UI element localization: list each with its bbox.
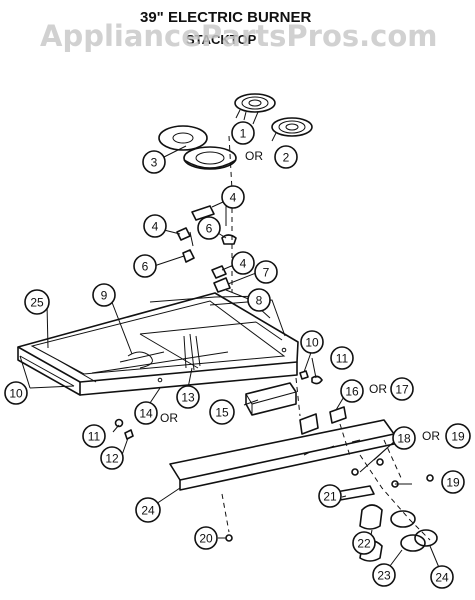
burner-element-coil-right xyxy=(271,117,313,142)
svg-text:3: 3 xyxy=(151,156,158,170)
svg-text:15: 15 xyxy=(215,406,229,420)
svg-text:16: 16 xyxy=(345,385,359,399)
svg-text:24: 24 xyxy=(435,571,449,585)
svg-text:11: 11 xyxy=(336,352,349,366)
svg-text:19: 19 xyxy=(446,476,460,490)
svg-text:6: 6 xyxy=(142,260,149,274)
callout-25: 25 xyxy=(24,289,50,315)
callout-6-right: 7 xyxy=(254,260,278,284)
wiring-harness xyxy=(119,333,201,371)
burner-box xyxy=(17,292,299,396)
svg-text:2: 2 xyxy=(283,151,290,165)
or-label-3: OR xyxy=(369,382,387,396)
callout-10-right: 10 xyxy=(300,330,324,354)
callout-7: 8 xyxy=(247,288,271,312)
svg-text:4: 4 xyxy=(230,191,237,205)
callout-4-right: 4 xyxy=(231,251,255,275)
svg-text:25: 25 xyxy=(30,296,44,310)
svg-text:7: 7 xyxy=(263,266,270,280)
drip-bowl-large xyxy=(183,146,237,170)
svg-text:12: 12 xyxy=(105,452,119,466)
or-label-4: OR xyxy=(422,429,440,443)
callout-13: 14 xyxy=(134,401,158,425)
svg-text:23: 23 xyxy=(377,569,391,583)
callout-14: 15 xyxy=(209,399,235,425)
callout-22: 23 xyxy=(372,563,396,587)
callout-4-top: 4 xyxy=(221,185,245,209)
callout-6-left: 6 xyxy=(133,254,157,278)
diagram-title-line2: STACKTOP xyxy=(186,32,257,47)
svg-text:19: 19 xyxy=(451,430,465,444)
svg-text:14: 14 xyxy=(139,407,153,421)
callout-11-left: 12 xyxy=(100,446,124,470)
callout-2: 2 xyxy=(274,145,298,169)
control-knob-parts xyxy=(335,458,438,562)
leader-lines xyxy=(19,111,441,575)
callout-18: 19 xyxy=(445,423,471,449)
callout-1: 1 xyxy=(231,121,255,145)
receptacle-parts xyxy=(176,200,237,293)
callout-19-left: 20 xyxy=(194,526,218,550)
svg-text:6: 6 xyxy=(206,222,213,236)
assembly-lines xyxy=(221,135,431,541)
svg-text:22: 22 xyxy=(357,537,371,551)
callout-17: 18 xyxy=(392,426,416,450)
callout-23: 24 xyxy=(430,565,454,589)
callout-20: 21 xyxy=(318,484,342,508)
diagram-title-line1: 39" ELECTRIC BURNER xyxy=(140,9,311,26)
screw-parts xyxy=(114,370,434,542)
callout-12: 13 xyxy=(176,385,200,409)
callout-8: 9 xyxy=(92,283,116,307)
callout-5: 6 xyxy=(197,216,221,240)
svg-text:9: 9 xyxy=(101,289,108,303)
callout-3: 3 xyxy=(142,150,166,174)
callout-4-left: 4 xyxy=(143,214,167,238)
insulation-block xyxy=(245,382,297,416)
svg-text:11: 11 xyxy=(88,430,101,444)
callout-10-left: 11 xyxy=(82,424,106,448)
svg-text:13: 13 xyxy=(181,391,195,405)
callout-21: 22 xyxy=(352,531,376,555)
callout-15: 16 xyxy=(340,379,364,403)
callout-16: 17 xyxy=(390,377,414,401)
svg-text:8: 8 xyxy=(256,294,263,308)
drip-bowl-small xyxy=(158,125,208,151)
callout-9: 10 xyxy=(4,381,28,405)
svg-text:10: 10 xyxy=(9,387,23,401)
svg-text:4: 4 xyxy=(240,257,247,271)
or-label-1: OR xyxy=(245,149,263,163)
svg-text:21: 21 xyxy=(323,490,337,504)
callout-11-right: 11 xyxy=(330,346,354,370)
svg-text:1: 1 xyxy=(240,127,247,141)
svg-text:17: 17 xyxy=(395,383,409,397)
watermark-text: AppliancePartsPros.com xyxy=(40,19,437,53)
svg-text:18: 18 xyxy=(397,432,411,446)
svg-text:20: 20 xyxy=(199,532,213,546)
mounting-bracket xyxy=(299,406,347,435)
callout-24: 24 xyxy=(135,497,161,523)
svg-text:24: 24 xyxy=(141,504,155,518)
or-label-2: OR xyxy=(160,411,178,425)
svg-text:10: 10 xyxy=(305,336,319,350)
burner-element-coil-left xyxy=(234,93,276,121)
svg-text:4: 4 xyxy=(152,220,159,234)
callout-19-right: 19 xyxy=(441,470,465,494)
